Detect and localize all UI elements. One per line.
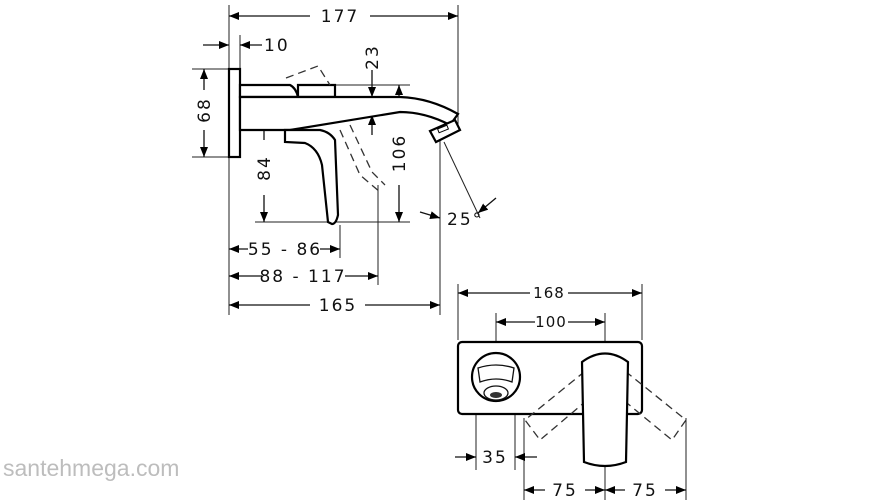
dim-outlet-height: 106 <box>390 134 410 172</box>
dim-lever-height: 84 <box>255 155 275 181</box>
dim-swing-left: 75 <box>552 481 578 500</box>
dim-lever-reach: 55 - 86 <box>248 240 322 260</box>
wall-plate <box>227 67 242 159</box>
dim-spout-reach: 165 <box>319 296 357 316</box>
dim-plate-thickness: 10 <box>264 36 290 56</box>
dim-center-distance: 100 <box>535 313 567 331</box>
front-lever <box>580 352 630 468</box>
dim-plate-height: 68 <box>195 97 215 123</box>
dim-spout-height: 23 <box>363 44 383 70</box>
dim-lever-reach-max: 88 - 117 <box>259 267 346 287</box>
dim-outlet-angle: 25° <box>447 210 483 230</box>
watermark: santehmega.com <box>3 455 180 481</box>
spout-base <box>238 83 300 99</box>
side-view: 177 10 68 23 84 106 25° 55 - 86 88 <box>192 5 497 316</box>
lever <box>283 128 340 226</box>
dim-total-projection: 177 <box>321 7 359 27</box>
aerator <box>428 118 462 144</box>
dim-swing-right: 75 <box>632 481 658 500</box>
dim-plate-width: 168 <box>533 284 565 302</box>
front-view: 168 100 35 75 75 <box>455 284 687 500</box>
spout <box>238 95 460 132</box>
dim-outlet-offset: 35 <box>482 448 508 468</box>
spout-escutcheon <box>470 351 522 403</box>
